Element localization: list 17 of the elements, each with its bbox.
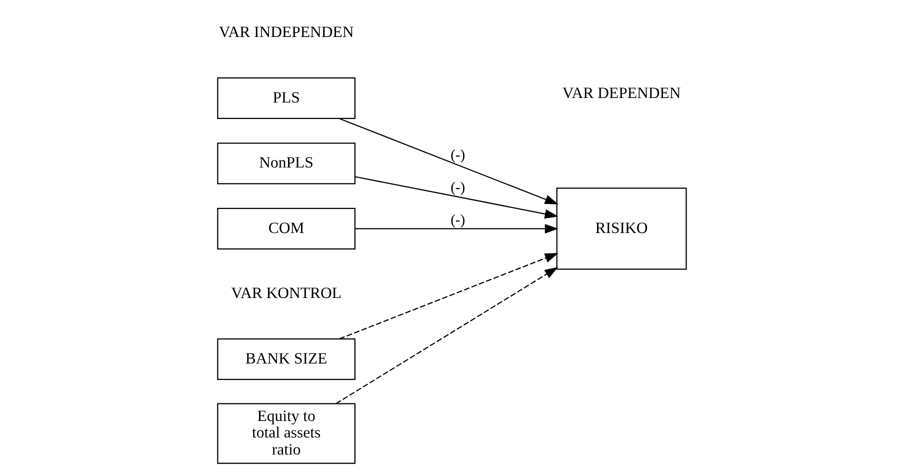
node-box: PLS <box>216 77 355 120</box>
label: VAR KONTROL <box>230 285 342 302</box>
edge-label: (-) <box>450 147 465 164</box>
arrow <box>354 224 558 234</box>
arrow <box>335 267 558 404</box>
label: VAR DEPENDEN <box>562 84 680 102</box>
node-box: NonPLS <box>216 142 355 184</box>
arrow <box>354 176 558 219</box>
node-box: BANK SIZE <box>216 338 355 380</box>
label: VAR INDEPENDEN <box>218 24 354 42</box>
node-box: Equity to total assets ratio <box>216 403 355 464</box>
arrow <box>338 253 558 340</box>
edge-label: (-) <box>450 180 465 196</box>
node-box: RISIKO <box>556 188 686 270</box>
arrow <box>338 118 558 204</box>
node-box: COM <box>216 208 355 250</box>
edge-label: (-) <box>450 212 465 229</box>
